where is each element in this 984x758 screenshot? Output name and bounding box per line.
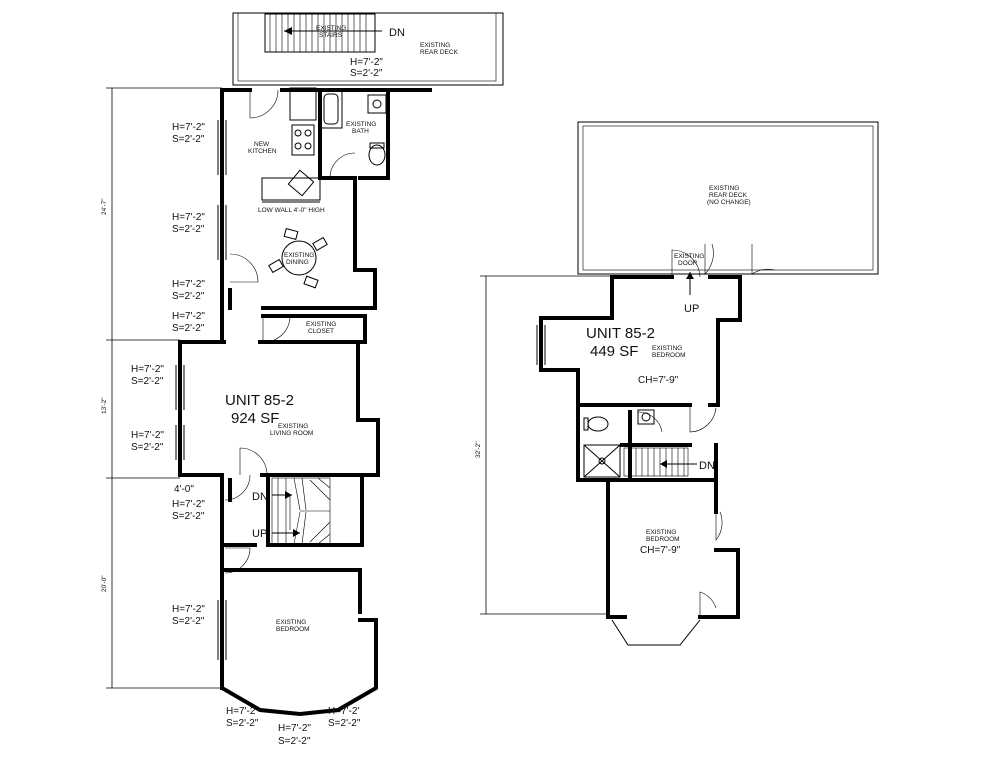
hs-bay-left-s: S=2'-2" (226, 718, 259, 729)
dn-stair-label: DN (252, 491, 268, 503)
area-label-right: 449 SF (590, 343, 638, 360)
hs-kitchen-2-h: H=7'-2" (172, 212, 205, 223)
area-label-left: 924 SF (231, 410, 279, 427)
dining-table (268, 227, 328, 289)
dim-13ft-label: 13'-2" (101, 397, 108, 414)
dim-32ft-label: 32'-2" (475, 441, 482, 458)
existing-rear-deck-left (232, 12, 504, 86)
hs-dining-h: H=7'-2" (172, 279, 205, 290)
right-plan-doors (637, 243, 776, 617)
hs-living-2-s: S=2'-2" (131, 442, 164, 453)
hs-living-2-h: H=7'-2" (131, 430, 164, 441)
hs-living-1-s: S=2'-2" (131, 376, 164, 387)
dn-label-right: DN (699, 460, 715, 472)
existing-exterior-stairs (264, 13, 382, 53)
up-stair-label: UP (252, 528, 267, 540)
right-plan-walls (539, 275, 742, 619)
ch-bottom-label: CH=7'-9" (640, 545, 681, 556)
hs-bedroom-h: H=7'-2" (172, 604, 205, 615)
kitchen-fixtures (261, 87, 387, 203)
bay-window-right (611, 619, 701, 646)
unit-label-right: UNIT 85-2 (586, 325, 655, 342)
left-plan-windows (175, 120, 227, 660)
hs-stair-h: H=7'-2" (172, 499, 205, 510)
left-dimension-line (106, 87, 222, 689)
existing-rear-deck-right (577, 121, 879, 275)
right-bath-fixtures (583, 409, 655, 478)
hs-closet-s: S=2'-2" (172, 323, 205, 334)
hs-stair-s: S=2'-2" (172, 511, 205, 522)
stair-arrow-head (284, 27, 292, 35)
hs-bay-center-s: S=2'-2" (278, 736, 311, 747)
ch-top-label: CH=7'-9" (638, 375, 679, 386)
hs-bedroom-s: S=2'-2" (172, 616, 205, 627)
right-dimension-line (480, 275, 612, 615)
interior-stair-left (271, 477, 331, 545)
dim-20ft-label: 20'-0" (101, 575, 108, 592)
up-arrow-right-head (686, 272, 694, 279)
hs-living-1-h: H=7'-2" (131, 364, 164, 375)
hs-closet-h: H=7'-2" (172, 311, 205, 322)
hs-bay-center-h: H=7'-2" (278, 723, 311, 734)
dn-arrow-head (285, 491, 292, 499)
low-wall-label: LOW WALL 4'-0" HIGH (258, 207, 325, 214)
hs-bay-right-h: H=7'-2' (328, 706, 359, 717)
interior-stair-right (623, 447, 689, 477)
hs-dining-s: S=2'-2" (172, 291, 205, 302)
opening-dimension-label: 4'-0" (174, 484, 194, 495)
dn-top-label: DN (389, 27, 405, 39)
right-plan-windows (536, 325, 546, 365)
left-plan-doors (224, 89, 356, 574)
unit-label-left: UNIT 85-2 (225, 392, 294, 409)
deck-sill-label: S=2'-2" (350, 68, 383, 79)
hs-bay-left-h: H=7'-2" (226, 706, 259, 717)
dn-arrow-right-head (660, 460, 667, 468)
deck-height-label: H=7'-2" (350, 57, 383, 68)
up-arrow-head (293, 529, 300, 537)
dim-24ft-label: 24'-7" (101, 198, 108, 215)
hs-kitchen-1-s: S=2'-2" (172, 134, 205, 145)
hs-kitchen-1-h: H=7'-2" (172, 122, 205, 133)
up-label-right: UP (684, 303, 699, 315)
hs-kitchen-2-s: S=2'-2" (172, 224, 205, 235)
hs-bay-right-s: S=2'-2" (328, 718, 361, 729)
